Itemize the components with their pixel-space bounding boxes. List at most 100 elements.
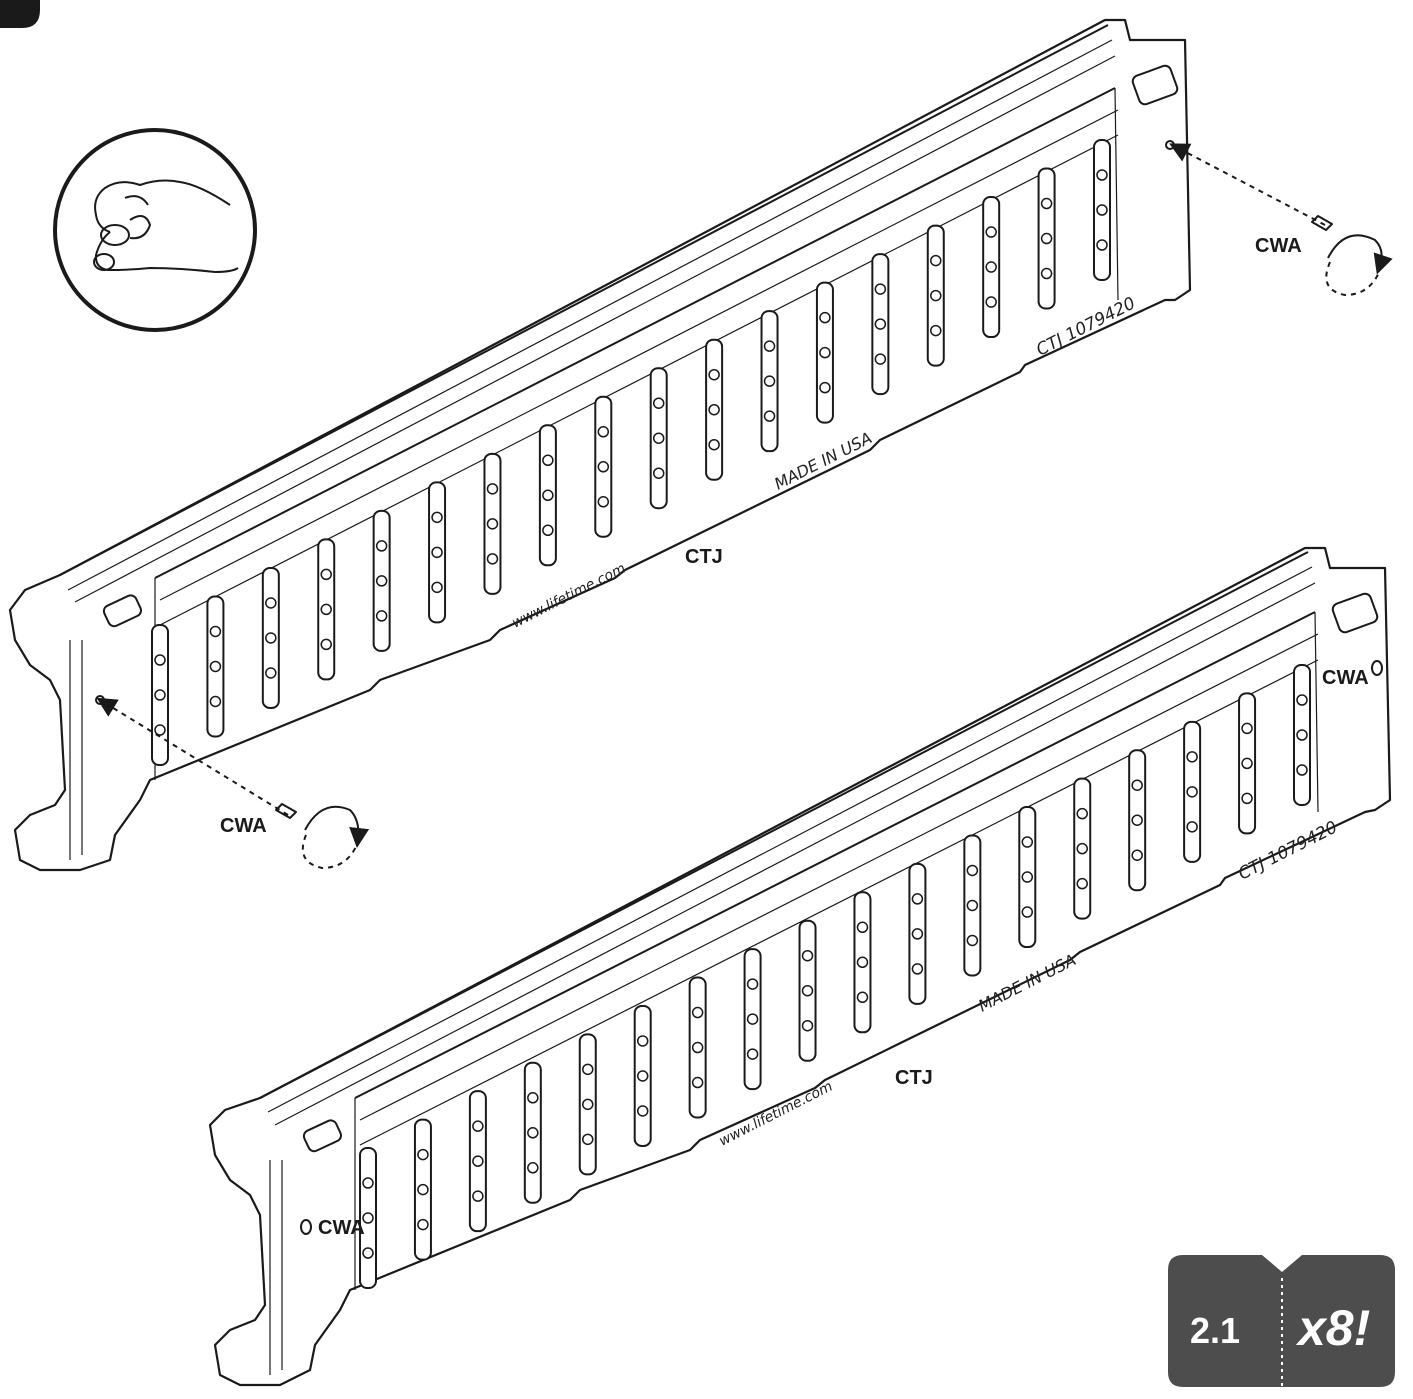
rib-hole	[966, 864, 979, 877]
rib-hole	[1186, 821, 1198, 833]
panel-top-ribs	[151, 139, 1111, 766]
rib-hole	[746, 1013, 759, 1025]
rib-hole	[911, 928, 924, 940]
rib-hole	[597, 426, 610, 438]
rib-hole	[597, 461, 610, 473]
rib-hole	[486, 553, 499, 565]
rib-hole	[320, 568, 332, 581]
rib-hole	[1131, 779, 1143, 791]
panel-rib	[1238, 692, 1257, 835]
label-hw-top-left: CWA	[220, 815, 267, 837]
rib-hole	[746, 1048, 759, 1060]
rib-hole	[1186, 786, 1198, 798]
panel-rib	[261, 566, 280, 709]
rib-hole	[763, 340, 776, 352]
rib-hole	[763, 375, 776, 387]
rib-hole	[209, 625, 222, 638]
panel-rib	[1128, 749, 1147, 892]
rib-hole	[911, 893, 924, 905]
rib-hole	[856, 991, 869, 1004]
rib-hole	[966, 934, 979, 947]
rib-hole	[209, 695, 222, 708]
label-hw-bottom-left: CWA	[318, 1217, 365, 1239]
rib-hole	[154, 689, 166, 701]
rib-hole	[527, 1127, 539, 1139]
panel-rib	[206, 595, 225, 738]
rib-hole	[209, 660, 222, 673]
clockwise-rotation-icon	[304, 805, 370, 848]
screw-head-icon	[1371, 660, 1383, 676]
rib-hole	[362, 1212, 374, 1224]
rib-hole	[819, 346, 831, 359]
rib-hole	[417, 1183, 429, 1196]
panel-rib	[483, 452, 502, 595]
panel-rib	[926, 224, 945, 367]
rib-hole	[819, 311, 831, 324]
panel-rib	[468, 1090, 487, 1233]
clockwise-rotation-icon	[1327, 234, 1393, 275]
panel-rib	[1018, 806, 1037, 949]
rib-hole	[1131, 849, 1143, 861]
hardware-bottom-left: CWA	[300, 1217, 365, 1239]
rib-hole	[966, 899, 979, 912]
rib-hole	[856, 956, 869, 969]
panel-rib	[649, 367, 668, 510]
panel-rib	[982, 196, 1001, 339]
rib-hole	[856, 921, 869, 934]
rib-hole	[1021, 836, 1034, 848]
rib-hole	[1296, 764, 1308, 776]
rib-hole	[362, 1177, 374, 1189]
rib-hole	[1021, 906, 1034, 918]
rib-hole	[1096, 169, 1108, 181]
rib-hole	[582, 1133, 594, 1146]
step-badge: 2.1 x8!	[1168, 1255, 1395, 1387]
panel-rib	[413, 1118, 432, 1261]
rib-hole	[265, 597, 277, 609]
rib-hole	[985, 226, 997, 238]
rib-hole	[542, 489, 554, 502]
panel-rib	[359, 1147, 377, 1289]
rib-hole	[375, 575, 388, 587]
rib-hole	[1131, 814, 1143, 826]
rib-hole	[472, 1120, 484, 1132]
rib-hole	[431, 511, 443, 524]
rib-hole	[1021, 871, 1034, 883]
rib-hole	[985, 261, 997, 273]
rib-hole	[417, 1148, 429, 1161]
rib-hole	[874, 353, 887, 365]
rib-hole	[652, 397, 665, 409]
rib-hole	[1241, 722, 1253, 735]
rib-hole	[636, 1035, 649, 1047]
panel-rib	[743, 948, 762, 1091]
rib-hole	[1040, 232, 1053, 245]
rib-hole	[431, 581, 443, 594]
rib-hole	[1076, 842, 1088, 855]
rib-hole	[708, 368, 720, 381]
rib-hole	[154, 724, 166, 736]
rib-hole	[691, 1041, 704, 1054]
rib-hole	[431, 546, 443, 559]
panel-rib	[1183, 720, 1202, 863]
rib-hole	[472, 1155, 484, 1167]
rib-hole	[542, 524, 554, 537]
rib-hole	[874, 318, 887, 330]
rib-hole	[1076, 807, 1088, 820]
rib-hole	[636, 1105, 649, 1117]
rib-hole	[636, 1070, 649, 1082]
hardware-bottom-right: CWA	[1322, 660, 1383, 689]
rib-hole	[320, 638, 332, 651]
rib-hole	[801, 949, 814, 962]
panel-rib	[633, 1004, 652, 1147]
panel-rib	[760, 310, 779, 453]
hardware-top-right: CWA	[1169, 143, 1393, 297]
step-number: 2.1	[1190, 1310, 1240, 1351]
rib-hole	[1096, 204, 1108, 216]
panel-rib	[538, 424, 557, 567]
rib-hole	[874, 283, 887, 295]
screw-cap-icon	[275, 803, 297, 819]
rib-hole	[801, 1019, 814, 1032]
rib-hole	[1040, 267, 1053, 280]
rib-hole	[375, 610, 388, 622]
panel-rib	[578, 1033, 597, 1176]
